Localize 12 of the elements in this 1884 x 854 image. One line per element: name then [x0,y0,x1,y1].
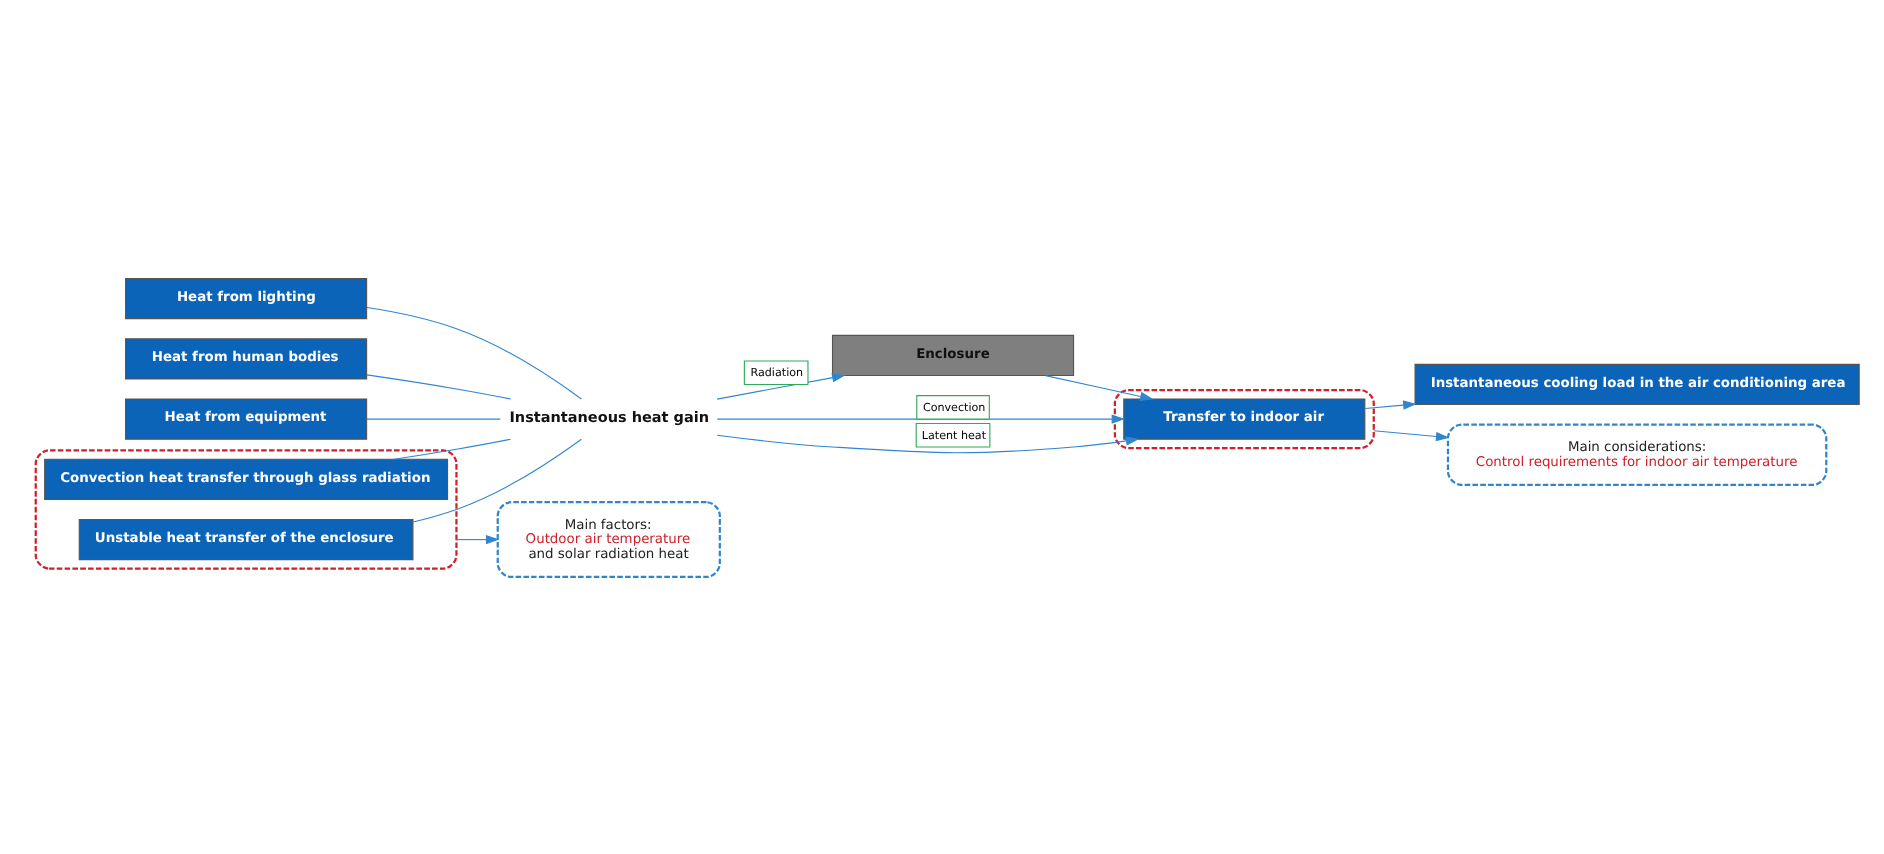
arrow [454,533,499,544]
arrow [1044,374,1153,401]
connector [365,373,511,399]
connector [392,437,511,459]
connector [365,305,581,399]
cluster [33,448,457,569]
arrow [715,372,845,399]
arrow [1363,399,1416,409]
connector [365,417,500,419]
arrow [1372,429,1449,441]
arrow [715,433,1139,453]
connector [411,437,581,522]
